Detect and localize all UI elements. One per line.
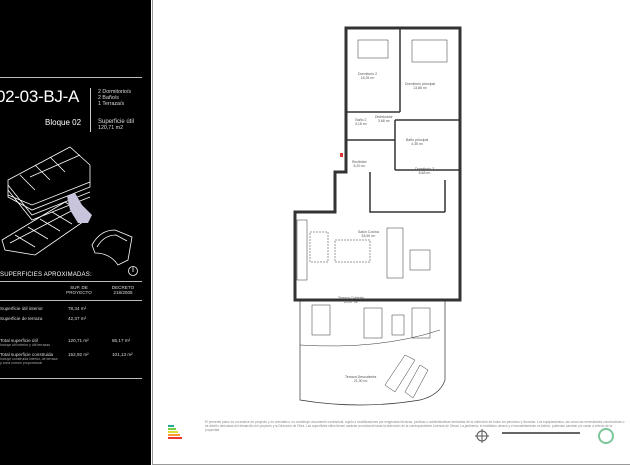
value: 120,71 m² (68, 338, 89, 343)
divider (0, 281, 142, 282)
divider (0, 77, 142, 78)
column-header-decree: DECRETO 218/2005 (111, 285, 135, 295)
energy-label-icon (168, 425, 182, 439)
north-compass-icon (128, 266, 138, 276)
surfaces-title: SUPERFICIES APROXIMADAS: (0, 272, 92, 278)
breeam-logo-icon (598, 428, 614, 444)
entrance-marker-icon (340, 153, 343, 157)
unit-code: 02-03-BJ-A (0, 87, 79, 106)
divider (0, 378, 142, 379)
value: 86,17 m² (112, 338, 131, 343)
column-header-project: SUP. DE PROYECTO (66, 285, 92, 295)
disclaimer-text: El presente plano es un avance de proyec… (205, 420, 625, 432)
value: 152,92 m² (68, 352, 89, 357)
table-row: Superficie útil interior (0, 306, 43, 311)
value: 42,37 m² (68, 316, 87, 321)
building-axonometric-icon (1, 146, 133, 266)
block-label: Bloque 02 (45, 118, 82, 127)
north-compass-icon (475, 429, 489, 443)
value: 78,34 m² (68, 306, 87, 311)
divider (0, 300, 142, 301)
value: 101,13 m² (112, 352, 133, 357)
divider (90, 88, 91, 132)
table-row: Superficie de terraza (0, 316, 43, 321)
